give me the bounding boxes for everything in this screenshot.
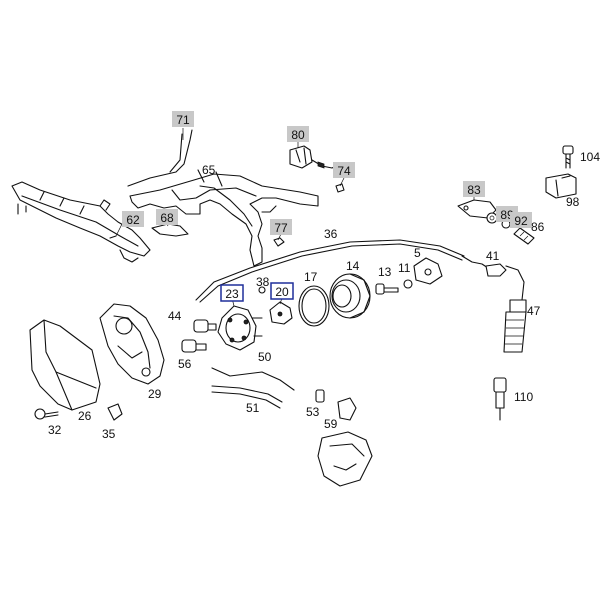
part-68-bracket (151, 223, 189, 237)
callout-65: 65 (202, 163, 216, 177)
part-5-cover-plate (413, 257, 443, 285)
callout-box-62 (122, 211, 144, 227)
part-13-screw (375, 283, 399, 295)
part-11-washer (403, 279, 413, 289)
callout-98: 98 (566, 195, 580, 209)
callout-box-83 (463, 181, 485, 197)
part-control-unit (317, 431, 373, 487)
callout-41: 41 (486, 249, 500, 263)
callout-83: 83 (467, 183, 481, 197)
harness-carrier-left (11, 181, 151, 263)
callout-32: 32 (48, 423, 62, 437)
callout-38: 38 (256, 275, 270, 289)
callout-box-92 (510, 212, 532, 228)
callout-77: 77 (274, 221, 288, 235)
callout-box-77 (270, 219, 292, 235)
callout-74: 74 (337, 164, 351, 178)
callout-80: 80 (291, 128, 305, 142)
callout-53: 53 (306, 405, 320, 419)
callout-59: 59 (324, 417, 338, 431)
callout-box-23 (220, 284, 244, 302)
callout-26: 26 (78, 409, 92, 423)
callout-box-68 (156, 209, 178, 225)
callout-47: 47 (527, 304, 541, 318)
part-86-bolt (513, 227, 535, 245)
part-59-plug (337, 397, 357, 421)
callout-35: 35 (102, 427, 116, 441)
callout-23: 23 (225, 287, 239, 301)
part-98-bracket (545, 173, 577, 199)
callout-36: 36 (324, 227, 338, 241)
part-20-rotor (269, 301, 293, 325)
callout-44: 44 (168, 309, 182, 323)
callout-14: 14 (346, 259, 360, 273)
callout-box-71 (172, 111, 194, 127)
part-51-hose (211, 385, 283, 403)
part-29-housing (99, 303, 165, 385)
blue-callouts: 23 20 (220, 282, 294, 302)
part-23-distributor (217, 305, 263, 351)
callout-box-80 (287, 126, 309, 142)
part-47-spark-plug-connector (503, 265, 527, 353)
callout-92: 92 (514, 214, 528, 228)
part-56-connector (181, 339, 207, 353)
part-77-clip (273, 237, 285, 247)
callout-5: 5 (414, 246, 421, 260)
callout-box-74 (333, 162, 355, 178)
part-35-clip (107, 403, 123, 421)
part-44-connector (193, 319, 217, 333)
callout-104: 104 (580, 150, 600, 164)
part-26-cover (29, 319, 101, 411)
callout-56: 56 (178, 357, 192, 371)
harness-carrier-main (127, 129, 319, 267)
part-36-end (461, 255, 489, 269)
part-74-clip (335, 183, 345, 193)
part-89-grommet (486, 212, 498, 224)
part-51-hose-lower (211, 391, 281, 409)
callout-13: 13 (378, 265, 392, 279)
part-51-hose-upper (211, 367, 295, 391)
part-110-spark-plug (493, 377, 507, 421)
gray-callouts: 71 80 74 62 68 77 83 89 92 (122, 111, 532, 235)
callout-68: 68 (160, 211, 174, 225)
callout-51: 51 (246, 401, 260, 415)
part-38-screw (258, 286, 266, 294)
part-41-lead-end (485, 263, 507, 277)
part-62-clip (109, 235, 117, 239)
part-17-seal-ring (298, 285, 330, 327)
part-32-screw (34, 408, 59, 420)
callout-11: 11 (398, 261, 411, 275)
callout-box-20 (270, 282, 294, 300)
plain-callouts: 104 65 98 36 86 5 17 14 13 11 41 38 44 4… (48, 150, 600, 441)
callout-50: 50 (258, 350, 272, 364)
part-14-distributor-cap (329, 273, 371, 319)
callout-17: 17 (304, 270, 318, 284)
callout-29: 29 (148, 387, 162, 401)
callout-110: 110 (514, 390, 533, 404)
part-53-fitting (315, 389, 325, 403)
part-104-screw (562, 145, 574, 169)
callout-62: 62 (126, 213, 140, 227)
callout-86: 86 (531, 220, 545, 234)
callout-71: 71 (176, 113, 190, 127)
part-36-cable-outer (199, 243, 463, 303)
part-36-cable (195, 239, 465, 301)
part-80-bracket (289, 145, 341, 169)
callout-20: 20 (275, 285, 289, 299)
